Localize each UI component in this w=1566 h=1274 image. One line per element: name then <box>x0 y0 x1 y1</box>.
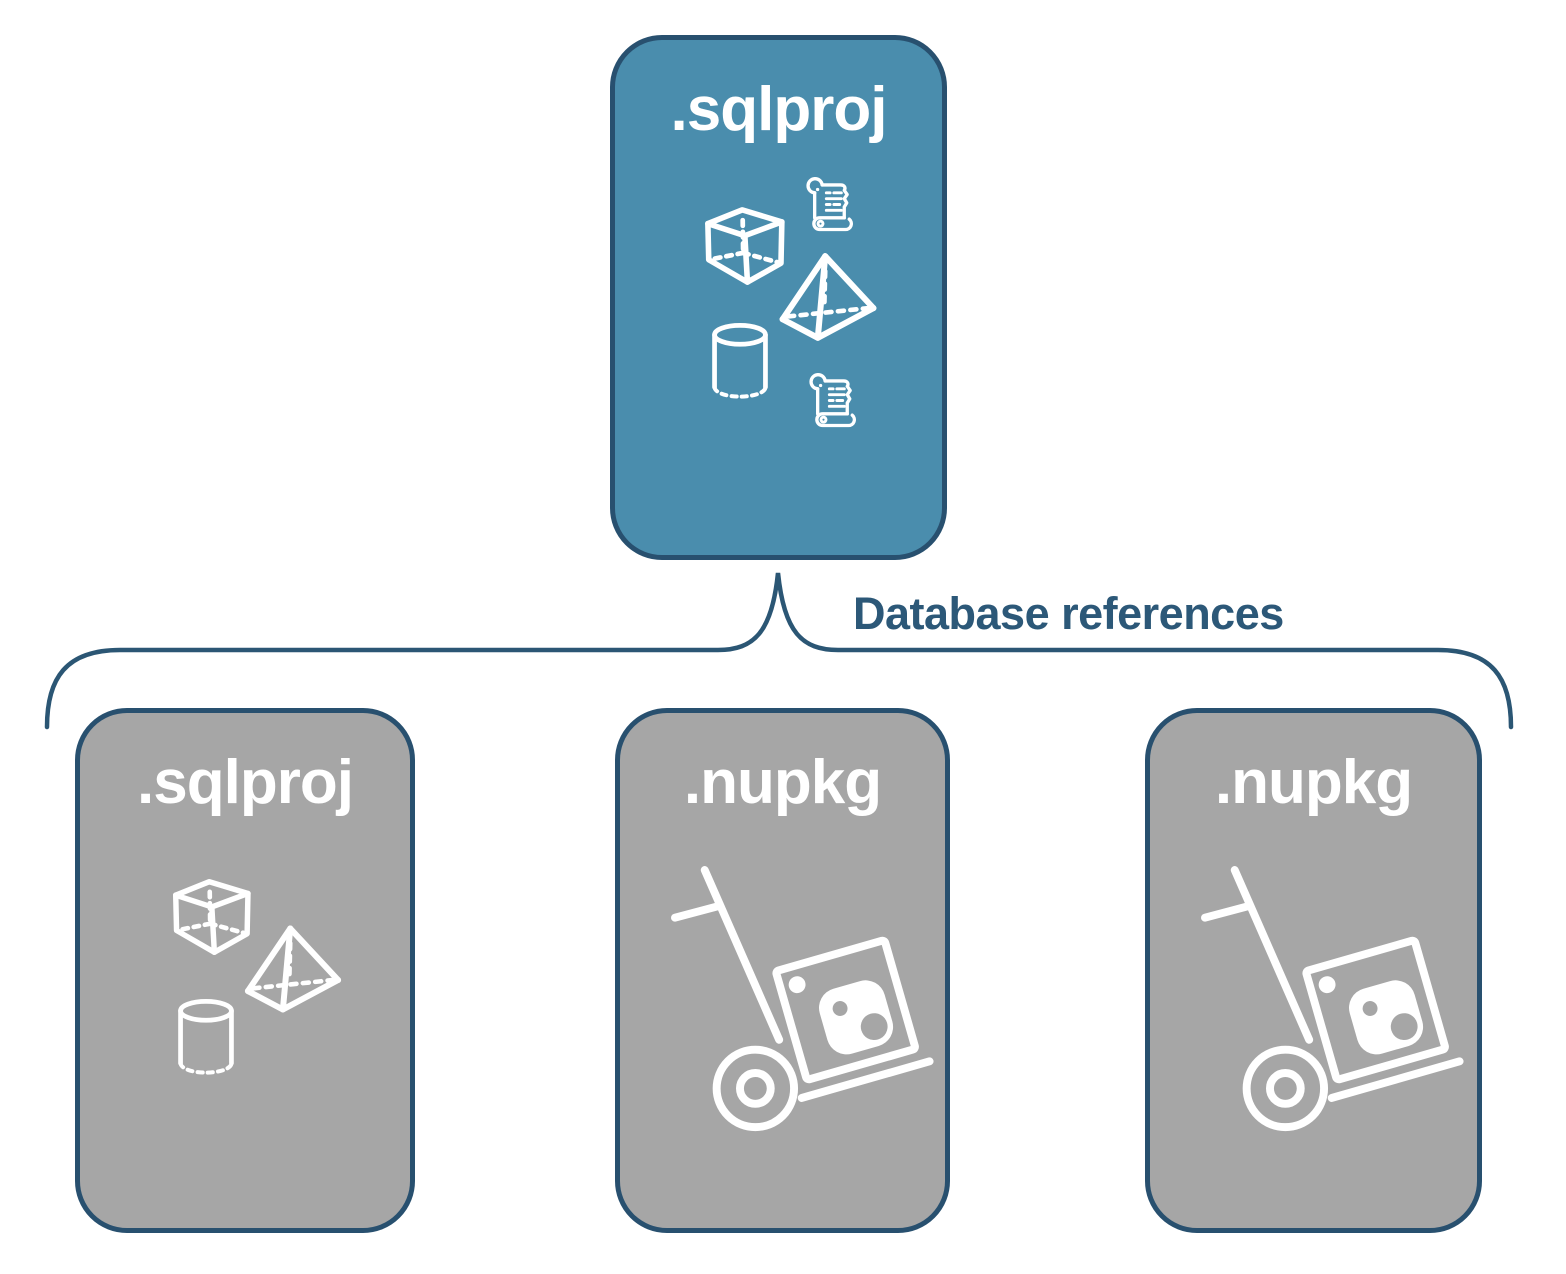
node-label: .nupkg <box>683 748 882 817</box>
cylinder-icon <box>703 321 777 401</box>
node-nupkg-child-2: .nupkg <box>1145 708 1482 1233</box>
pyramid-icon <box>242 923 344 1015</box>
scroll-icon <box>801 373 861 433</box>
cube-icon <box>700 203 788 289</box>
node-label: .sqlproj <box>670 75 888 144</box>
cylinder-icon <box>170 997 242 1077</box>
scroll-icon <box>798 177 858 237</box>
brace-connector <box>44 572 1514 730</box>
node-label: .sqlproj <box>137 748 354 817</box>
node-label: .nupkg <box>1214 748 1413 817</box>
node-nupkg-child-1: .nupkg <box>615 708 950 1233</box>
pyramid-icon <box>777 250 879 344</box>
nuget-hand-truck-icon <box>1198 861 1466 1159</box>
connector-label: Database references <box>853 588 1284 639</box>
nuget-hand-truck-icon <box>668 861 936 1159</box>
node-sqlproj-child: .sqlproj <box>75 708 415 1233</box>
node-sqlproj-root: .sqlproj <box>610 35 947 560</box>
